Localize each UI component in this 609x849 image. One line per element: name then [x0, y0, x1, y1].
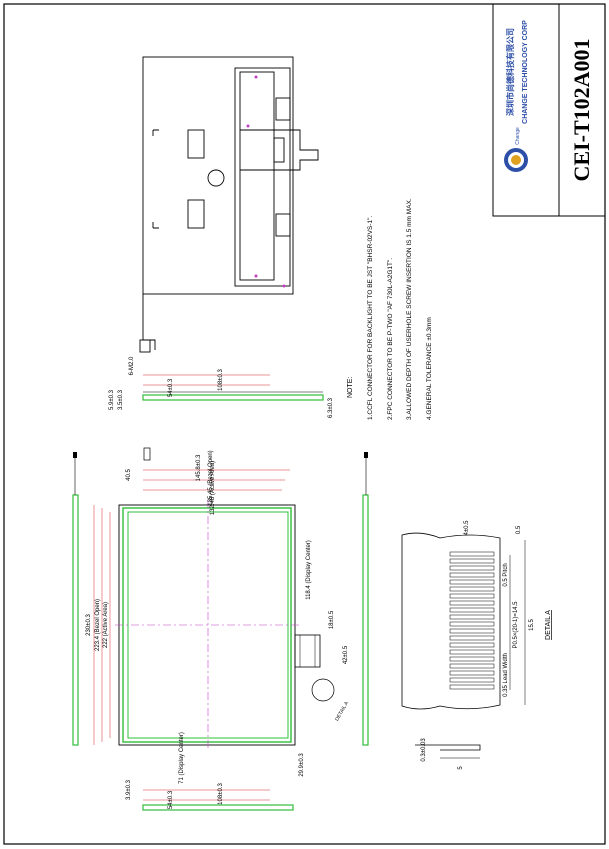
detail-pitch: 0.5 Pitch: [503, 563, 509, 586]
fpc-pin: [449, 635, 495, 641]
front-bezel-height: 135.45 (Bezel Open): [208, 450, 214, 505]
fpc-pin: [449, 649, 495, 655]
front-view: 230±0.3 223.4 (Bezel Open) 222 (Active A…: [86, 447, 350, 784]
detail-callout: DETAIL A: [334, 700, 350, 722]
front-active-height: 132.48 (Active Area): [210, 461, 216, 515]
fpc-pin: [449, 628, 495, 634]
note-2: 2.FPC CONNECTOR TO BE P-TWO "AF 730L-A2G…: [387, 258, 394, 420]
front-top-offset: 40.5: [126, 469, 132, 481]
detail-span: P0.5×(20-1)=14.5: [513, 601, 519, 649]
part-number: CEI-T102A001: [569, 38, 594, 181]
front-display-center-v: 71 (Display Center): [179, 732, 185, 784]
fpc-pin: [449, 677, 495, 683]
fpc-pin: [449, 607, 495, 613]
note-4: 4.GENERAL TOLERANCE ±0.3mm: [426, 317, 433, 420]
side-view-bottom: 54±0.3 108±0.3 3.9±0.3: [126, 779, 294, 811]
side-top-dim-e: 6.3±0.3: [328, 397, 334, 418]
fpc-pins: [449, 551, 495, 690]
fpc-pin: [449, 670, 495, 676]
side-top-dim-d: 54±0.3: [168, 378, 174, 397]
front-overall-height: 145.8±0.3: [196, 454, 202, 481]
fpc-pin: [449, 684, 495, 690]
right-edge-view: [362, 452, 369, 746]
logo-text: Change: [515, 127, 521, 145]
side-view-top: 54±0.3 108±0.3 6-M2.0 5.9±0.3 3.5±0.3 6.…: [109, 356, 334, 418]
notes-heading: NOTE:: [347, 377, 354, 398]
side-top-dim-b: 3.5±0.3: [118, 389, 124, 410]
side-top-dim-c: 108±0.3: [218, 369, 224, 391]
title-block: CEI-T102A001 Change 深圳市尚德科技有限公司 CHANGE T…: [492, 3, 606, 217]
fpc-pin: [449, 558, 495, 564]
front-active-width: 222 (Active Area): [103, 602, 109, 648]
company-name-cn: 深圳市尚德科技有限公司: [505, 28, 515, 116]
side-bottom-dim-a: 3.9±0.3: [126, 779, 132, 800]
side-bottom-dim-c: 54±0.3: [168, 790, 174, 809]
fpc-pin: [449, 642, 495, 648]
fpc-pin: [449, 621, 495, 627]
fpc-pin: [449, 593, 495, 599]
note-1: 1.CCFL CONNECTOR FOR BACKLIGHT TO BE JST…: [367, 216, 374, 420]
fpc-pin: [449, 572, 495, 578]
back-view: [139, 56, 319, 353]
detail-lead-width: 0.35 Lead Width: [503, 653, 509, 697]
side-bottom-dim-b: 108±0.3: [218, 783, 224, 805]
detail-end-dim: 0.5: [516, 525, 522, 534]
fpc-pin: [449, 656, 495, 662]
detail-total: 15.5: [529, 619, 535, 631]
detail-thickness: 0.3±0.03: [421, 738, 427, 762]
company-logo: [504, 148, 528, 172]
detail-pad-len: 4±0.5: [464, 520, 470, 536]
fpc-pin: [449, 586, 495, 592]
side-top-dim-a: 5.9±0.3: [109, 389, 115, 410]
screw-label: 6-M2.0: [129, 356, 135, 375]
fpc-pin: [449, 614, 495, 620]
note-3: 3.ALLOWED DEPTH OF USERHOLE SCREW INSERT…: [406, 198, 413, 420]
front-bezel-width: 223.4 (Bezel Open): [95, 599, 101, 651]
front-overall-width: 230±0.3: [86, 614, 92, 636]
front-bottom-offset: 29.9±0.3: [299, 753, 305, 777]
front-fpc-width: 42±0.5: [343, 645, 349, 664]
fpc-pin: [449, 565, 495, 571]
detail-a-view: 0.5 4±0.5 0.5 Pitch P0.5×(20-1)=14.5 15.…: [401, 520, 552, 770]
detail-title: DETAIL A: [545, 610, 552, 640]
left-edge-view: [72, 452, 79, 746]
front-display-center-h: 118.4 (Display Center): [306, 540, 312, 600]
fpc-pin: [449, 579, 495, 585]
notes-block: NOTE: 1.CCFL CONNECTOR FOR BACKLIGHT TO …: [347, 198, 433, 420]
fpc-pin: [449, 551, 495, 557]
front-fpc-offset: 18±0.5: [329, 610, 335, 629]
fpc-pin: [449, 600, 495, 606]
detail-tail: 5: [458, 766, 464, 770]
company-name-en: CHANGE TECHNOLOGY CORP: [522, 20, 529, 124]
sheet-border: [3, 3, 606, 845]
fpc-pin: [449, 663, 495, 669]
